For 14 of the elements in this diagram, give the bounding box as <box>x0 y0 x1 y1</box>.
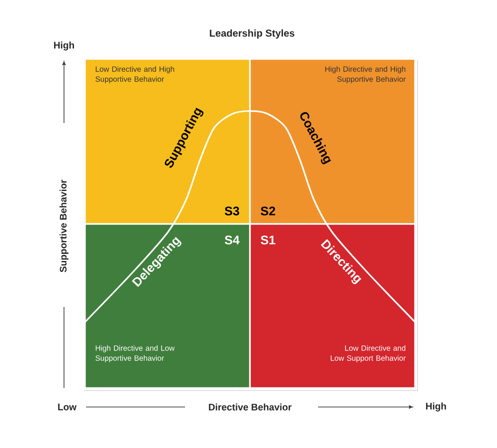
axis-label: Directive Behavior <box>208 404 292 410</box>
style-code: S2 <box>260 206 276 216</box>
axis-label: Supportive Behavior <box>60 180 68 272</box>
quadrant-box <box>84 223 251 389</box>
title: Leadership Styles <box>210 29 294 39</box>
style-code: S3 <box>224 206 240 216</box>
quadrant-box <box>249 58 416 225</box>
style-code: S4 <box>224 236 240 244</box>
quadrant-box <box>249 223 416 389</box>
axis-label: High <box>426 402 446 412</box>
axis-label: High <box>54 42 74 50</box>
quadrant-box <box>84 58 251 225</box>
style-code: S1 <box>260 236 276 244</box>
axis-label: Low <box>58 404 77 410</box>
